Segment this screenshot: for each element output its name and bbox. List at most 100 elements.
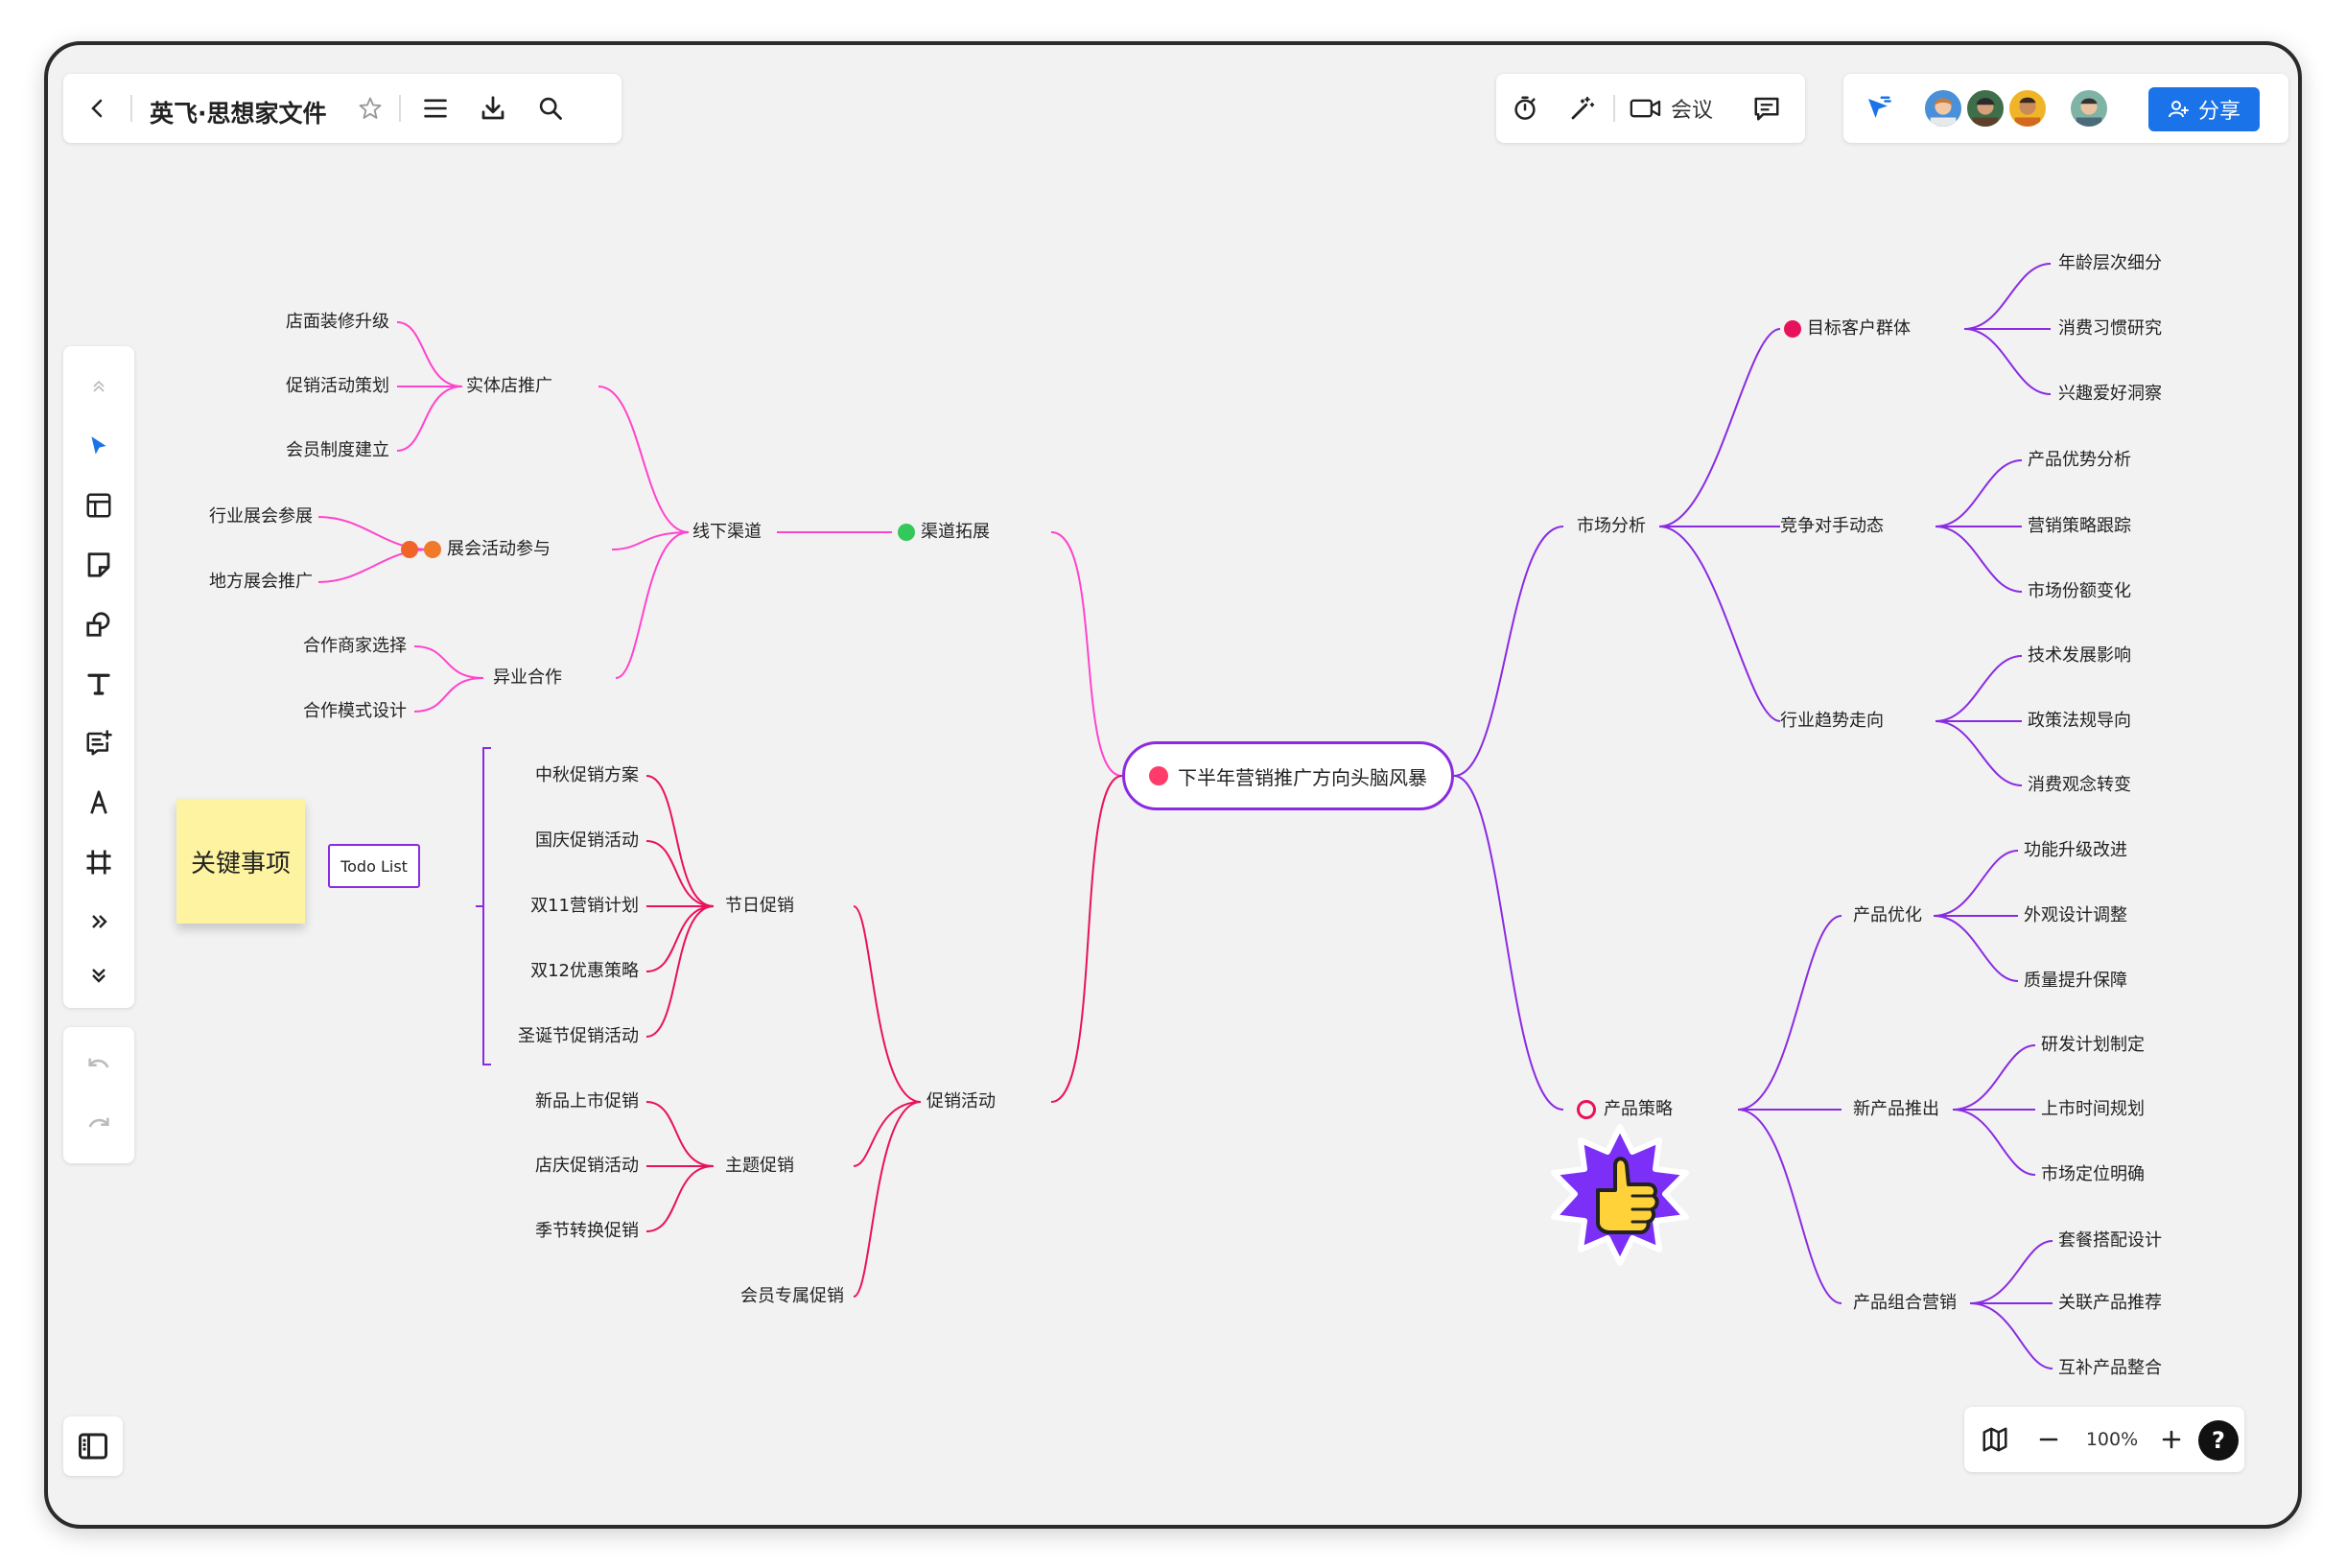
node-newprod[interactable]: 新产品推出 <box>1853 1099 1939 1119</box>
redo-button[interactable] <box>63 1106 134 1148</box>
avatar[interactable] <box>1964 87 2006 129</box>
list-item[interactable]: 市场定位明确 <box>2041 1164 2145 1184</box>
collapse-down-button[interactable] <box>63 956 134 995</box>
node-trend[interactable]: 行业趋势走向 <box>1780 711 1884 731</box>
back-button[interactable] <box>81 91 115 126</box>
root-node[interactable]: 下半年营销推广方向头脑风暴 <box>1122 741 1454 810</box>
list-item[interactable]: 会员制度建立 <box>286 440 389 460</box>
list-item[interactable]: 店庆促销活动 <box>535 1156 639 1176</box>
node-promo[interactable]: 促销活动 <box>927 1091 996 1112</box>
list-item[interactable]: 国庆促销活动 <box>535 831 639 851</box>
thumbs-up-sticker-icon[interactable] <box>1548 1123 1692 1267</box>
list-item[interactable]: 合作模式设计 <box>303 701 407 721</box>
list-item[interactable]: 市场份额变化 <box>2028 581 2131 601</box>
list-item[interactable]: 中秋促销方案 <box>535 765 639 785</box>
pen-tool[interactable] <box>63 782 134 824</box>
node-optimize[interactable]: 产品优化 <box>1853 905 1922 925</box>
template-tool[interactable] <box>63 484 134 527</box>
chevrons-up-icon <box>93 380 105 392</box>
map-icon <box>1982 1427 2007 1452</box>
chevron-left-icon <box>91 99 103 118</box>
list-item[interactable]: 技术发展影响 <box>2028 645 2131 666</box>
list-item[interactable]: 双11营销计划 <box>530 896 639 916</box>
more-tools-button[interactable] <box>63 901 134 943</box>
sticky-note[interactable]: 关键事项 <box>176 799 305 924</box>
node-combo[interactable]: 产品组合营销 <box>1853 1293 1957 1313</box>
list-item[interactable]: 政策法规导向 <box>2028 711 2131 731</box>
node-channel[interactable]: 渠道拓展 <box>898 524 990 541</box>
avatar[interactable] <box>2068 87 2110 129</box>
tools-panel <box>63 346 134 1008</box>
node-offline[interactable]: 线下渠道 <box>692 522 762 542</box>
list-item[interactable]: 研发计划制定 <box>2041 1035 2145 1055</box>
comment-note-tool[interactable] <box>63 722 134 764</box>
zoom-in-button[interactable] <box>2154 1422 2189 1457</box>
list-item[interactable]: 促销活动策划 <box>286 376 389 396</box>
zoom-level[interactable]: 100% <box>2085 1429 2139 1450</box>
download-button[interactable] <box>476 91 510 126</box>
list-item[interactable]: 双12优惠策略 <box>530 961 639 981</box>
sticky-note-icon <box>87 552 110 577</box>
timer-button[interactable] <box>1508 91 1542 126</box>
help-button[interactable]: ? <box>2198 1420 2239 1461</box>
avatar[interactable] <box>1922 87 1964 129</box>
list-item[interactable]: 季节转换促销 <box>535 1221 639 1241</box>
node-expo[interactable]: 展会活动参与 <box>401 541 551 558</box>
todo-list-node[interactable]: Todo List <box>328 844 420 888</box>
list-item[interactable]: 套餐搭配设计 <box>2058 1230 2162 1251</box>
list-item[interactable]: 消费观念转变 <box>2028 775 2131 795</box>
list-item[interactable]: 新品上市促销 <box>535 1091 639 1112</box>
user-face-icon <box>1972 98 1999 127</box>
comment-button[interactable] <box>1749 91 1784 126</box>
zoom-out-button[interactable] <box>2031 1422 2066 1457</box>
list-item[interactable]: 消费习惯研究 <box>2058 318 2162 339</box>
text-tool[interactable] <box>63 663 134 705</box>
sticky-note-tool[interactable] <box>63 544 134 586</box>
node-member[interactable]: 会员专属促销 <box>740 1286 844 1306</box>
list-item[interactable]: 年龄层次细分 <box>2058 253 2162 273</box>
todo-list-label: Todo List <box>340 856 408 876</box>
node-cross[interactable]: 异业合作 <box>493 667 562 688</box>
list-item[interactable]: 功能升级改进 <box>2024 840 2127 860</box>
magic-wand-button[interactable] <box>1565 91 1600 126</box>
list-item[interactable]: 兴趣爱好洞察 <box>2058 384 2162 404</box>
node-target[interactable]: 目标客户群体 <box>1784 320 1911 338</box>
meeting-button[interactable]: 会议 <box>1629 91 1734 126</box>
list-item[interactable]: 质量提升保障 <box>2024 971 2127 991</box>
search-button[interactable] <box>533 91 568 126</box>
list-item[interactable]: 圣诞节促销活动 <box>518 1026 639 1046</box>
collapse-up-button[interactable] <box>63 367 134 406</box>
video-camera-icon <box>1630 99 1661 118</box>
node-competitor[interactable]: 竞争对手动态 <box>1780 516 1884 536</box>
layout-icon <box>86 493 111 518</box>
node-holiday[interactable]: 节日促销 <box>725 896 794 916</box>
select-tool[interactable] <box>63 425 134 467</box>
meeting-label: 会议 <box>1671 99 1714 123</box>
follow-cursor-button[interactable] <box>1861 91 1895 126</box>
list-item[interactable]: 外观设计调整 <box>2024 905 2127 925</box>
node-market[interactable]: 市场分析 <box>1577 516 1646 536</box>
shape-tool[interactable] <box>63 603 134 645</box>
minimap-button[interactable] <box>1978 1422 2012 1457</box>
frame-tool[interactable] <box>63 841 134 883</box>
node-product[interactable]: 产品策略 <box>1577 1100 1673 1119</box>
favorite-button[interactable] <box>353 91 387 126</box>
document-title[interactable]: 英飞·思想家文件 <box>150 100 327 128</box>
node-store[interactable]: 实体店推广 <box>466 376 552 396</box>
outline-toggle-button[interactable] <box>63 1416 123 1476</box>
user-face-icon <box>1930 98 1957 127</box>
share-button[interactable]: 分享 <box>2148 87 2260 131</box>
menu-button[interactable] <box>418 91 453 126</box>
avatar[interactable] <box>2006 87 2049 129</box>
list-item[interactable]: 产品优势分析 <box>2028 450 2131 470</box>
list-item[interactable]: 合作商家选择 <box>303 636 407 656</box>
list-item[interactable]: 地方展会推广 <box>209 572 313 592</box>
list-item[interactable]: 店面装修升级 <box>286 312 389 332</box>
list-item[interactable]: 行业展会参展 <box>209 506 313 527</box>
list-item[interactable]: 互补产品整合 <box>2058 1358 2162 1378</box>
node-theme[interactable]: 主题促销 <box>725 1156 794 1176</box>
list-item[interactable]: 营销策略跟踪 <box>2028 516 2131 536</box>
list-item[interactable]: 关联产品推荐 <box>2058 1293 2162 1313</box>
undo-button[interactable] <box>63 1046 134 1088</box>
list-item[interactable]: 上市时间规划 <box>2041 1099 2145 1119</box>
